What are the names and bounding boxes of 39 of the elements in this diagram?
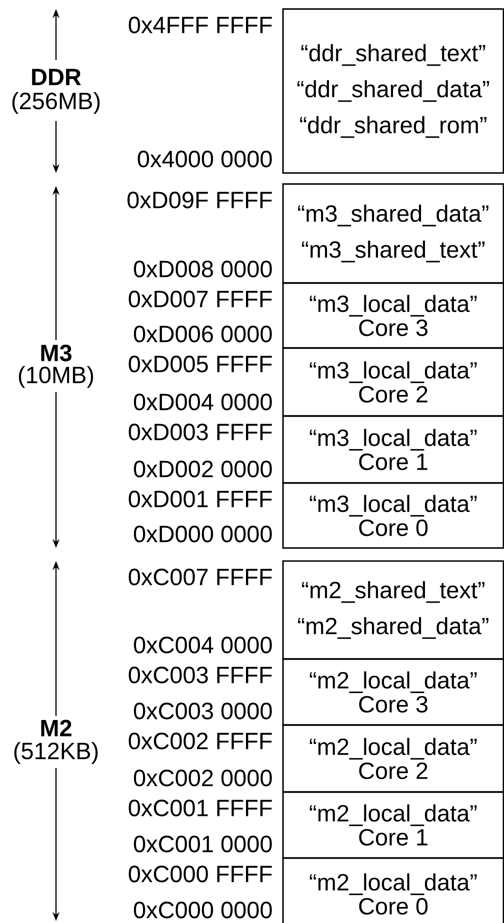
address-label: 0xD003 FFFF [128,424,272,440]
region-size: (10MB) [16,365,96,389]
region-name: M2 [38,718,74,738]
memory-region-box: “m3_local_data” Core 0 [282,482,504,549]
address-label: 0xD001 FFFF [128,490,272,508]
address-label: 0xC000 0000 [134,902,272,918]
address-label: 0xC002 FFFF [128,732,272,750]
memory-region-box: “m2_local_data” Core 3 [282,658,504,726]
memory-region-box: “m2_local_data” Core 2 [282,724,504,793]
address-label: 0xC000 FFFF [128,866,272,882]
region-size: (512KB) [12,741,100,765]
address-label: 0xD007 FFFF [128,290,272,308]
memory-region-box: “m2_local_data” Core 1 [282,791,504,859]
memory-region-box: “m3_local_data” Core 2 [282,347,504,417]
memory-region-box: “m3_local_data” Core 1 [282,415,504,484]
address-label: 0xC002 0000 [134,770,272,786]
address-label: 0xC001 0000 [134,836,272,852]
address-label: 0xD008 0000 [134,260,272,278]
address-label: 0xC001 FFFF [128,800,272,816]
memory-region-box: “ddr_shared_text” “ddr_shared_data” “ddr_shared_rom” [282,8,504,174]
address-label: 0xD000 0000 [134,526,272,542]
memory-region-box: “m2_shared_text” “m2_shared_data” [282,560,504,660]
address-label: 0x4000 0000 [138,150,272,168]
region-name: DDR [30,68,82,86]
address-label: 0xC004 0000 [134,636,272,654]
address-label: 0xC003 FFFF [128,666,272,684]
address-label: 0xD004 0000 [134,394,272,410]
address-label: 0xD005 FFFF [128,356,272,372]
address-label: 0xC007 FFFF [128,568,272,586]
memory-region-box: “m2_local_data” Core 0 [282,857,504,923]
address-label: 0xD09F FFFF [128,192,272,208]
address-label: 0xC003 0000 [134,702,272,720]
address-label: 0x4FFF FFFF [128,16,272,34]
address-label: 0xD002 0000 [134,460,272,478]
memory-region-box: “m3_local_data” Core 3 [282,282,504,349]
address-label: 0xD006 0000 [134,326,272,342]
region-size: (256MB) [10,91,102,115]
memory-region-box: “m3_shared_data” “m3_shared_text” [282,183,504,284]
region-name: M3 [38,344,74,362]
